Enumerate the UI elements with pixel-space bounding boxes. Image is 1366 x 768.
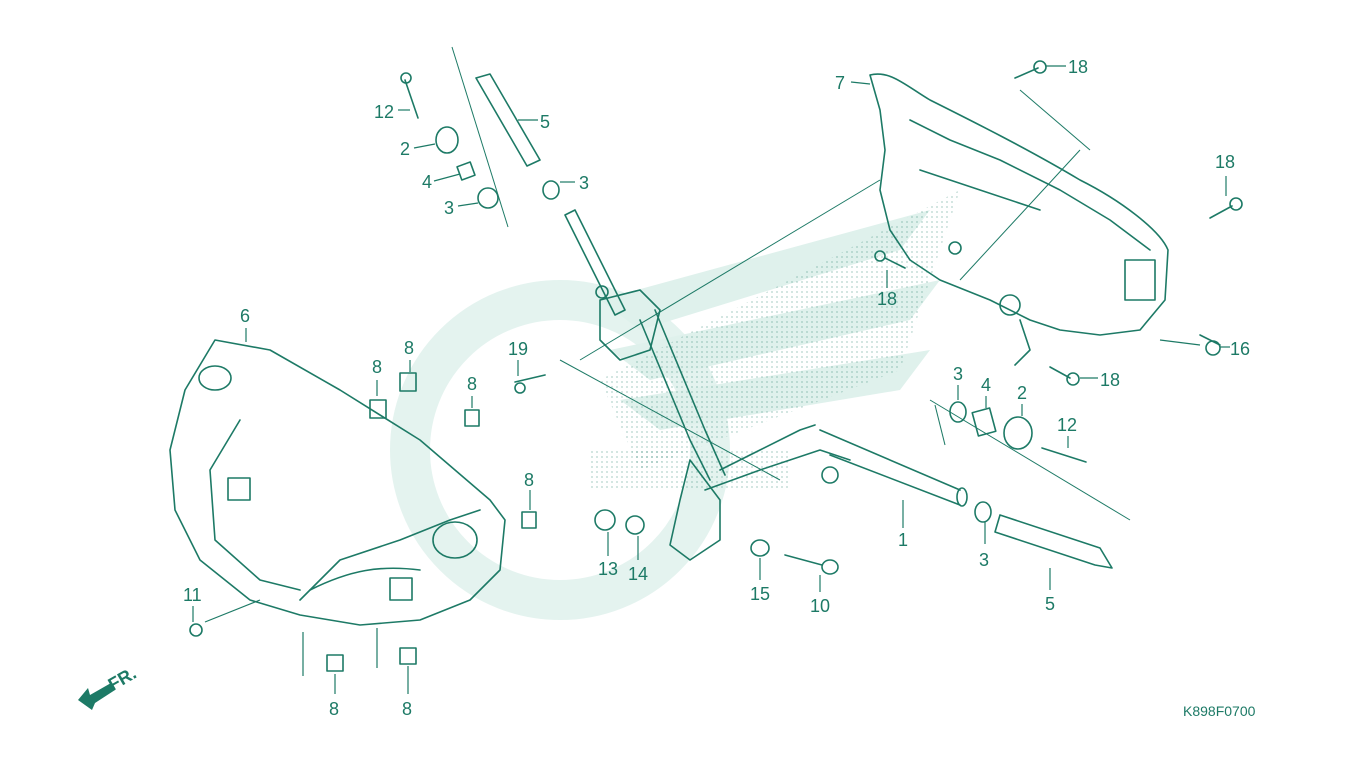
callout-8-b: 8 bbox=[404, 338, 414, 358]
callout-8-c: 8 bbox=[467, 374, 477, 394]
leader-lines bbox=[192, 65, 1230, 694]
callout-11: 11 bbox=[183, 585, 202, 605]
callout-3-lower: 3 bbox=[979, 550, 989, 570]
callout-8-e: 8 bbox=[329, 699, 339, 719]
callout-3-right: 3 bbox=[953, 364, 963, 384]
front-direction-arrow: FR. bbox=[78, 663, 140, 710]
callout-15: 15 bbox=[750, 584, 770, 604]
diagram-code: K898F0700 bbox=[1183, 703, 1256, 719]
callout-3-top-left: 3 bbox=[444, 198, 454, 218]
callout-18-lower: 18 bbox=[1100, 370, 1120, 390]
small-parts-upper bbox=[400, 46, 560, 228]
callout-8-a: 8 bbox=[372, 357, 382, 377]
callout-12-right: 12 bbox=[1057, 415, 1077, 435]
callout-5-lower: 5 bbox=[1045, 594, 1055, 614]
callout-8-f: 8 bbox=[402, 699, 412, 719]
small-parts-center bbox=[189, 334, 1221, 637]
callout-8-d: 8 bbox=[524, 470, 534, 490]
bolt-parts bbox=[874, 60, 1243, 386]
callout-4-top: 4 bbox=[422, 172, 432, 192]
callout-13: 13 bbox=[598, 559, 618, 579]
clip-parts bbox=[326, 372, 537, 672]
callout-2-top: 2 bbox=[400, 139, 410, 159]
callout-2-right: 2 bbox=[1017, 383, 1027, 403]
shading-dots bbox=[590, 190, 960, 490]
upper-handle-cover bbox=[869, 73, 1169, 366]
callout-6: 6 bbox=[240, 306, 250, 326]
callout-7: 7 bbox=[835, 73, 845, 93]
small-parts-right bbox=[934, 401, 1113, 569]
callout-18-top: 18 bbox=[1068, 57, 1088, 77]
callout-12-top: 12 bbox=[374, 102, 394, 122]
callout-10: 10 bbox=[810, 596, 830, 616]
front-handle-cover bbox=[169, 339, 506, 626]
handlebar-frame bbox=[564, 209, 968, 561]
callout-14: 14 bbox=[628, 564, 648, 584]
callout-19: 19 bbox=[508, 339, 528, 359]
callout-16: 16 bbox=[1230, 339, 1250, 359]
callout-3-top-mid: 3 bbox=[579, 173, 589, 193]
callout-5-top: 5 bbox=[540, 112, 550, 132]
callout-1: 1 bbox=[898, 530, 908, 550]
callout-4-right: 4 bbox=[981, 375, 991, 395]
callout-labels: 12 2 4 3 5 3 7 18 18 18 16 18 6 8 8 8 19… bbox=[183, 57, 1250, 719]
callout-18-right: 18 bbox=[1215, 152, 1235, 172]
callout-18-mid: 18 bbox=[877, 289, 897, 309]
